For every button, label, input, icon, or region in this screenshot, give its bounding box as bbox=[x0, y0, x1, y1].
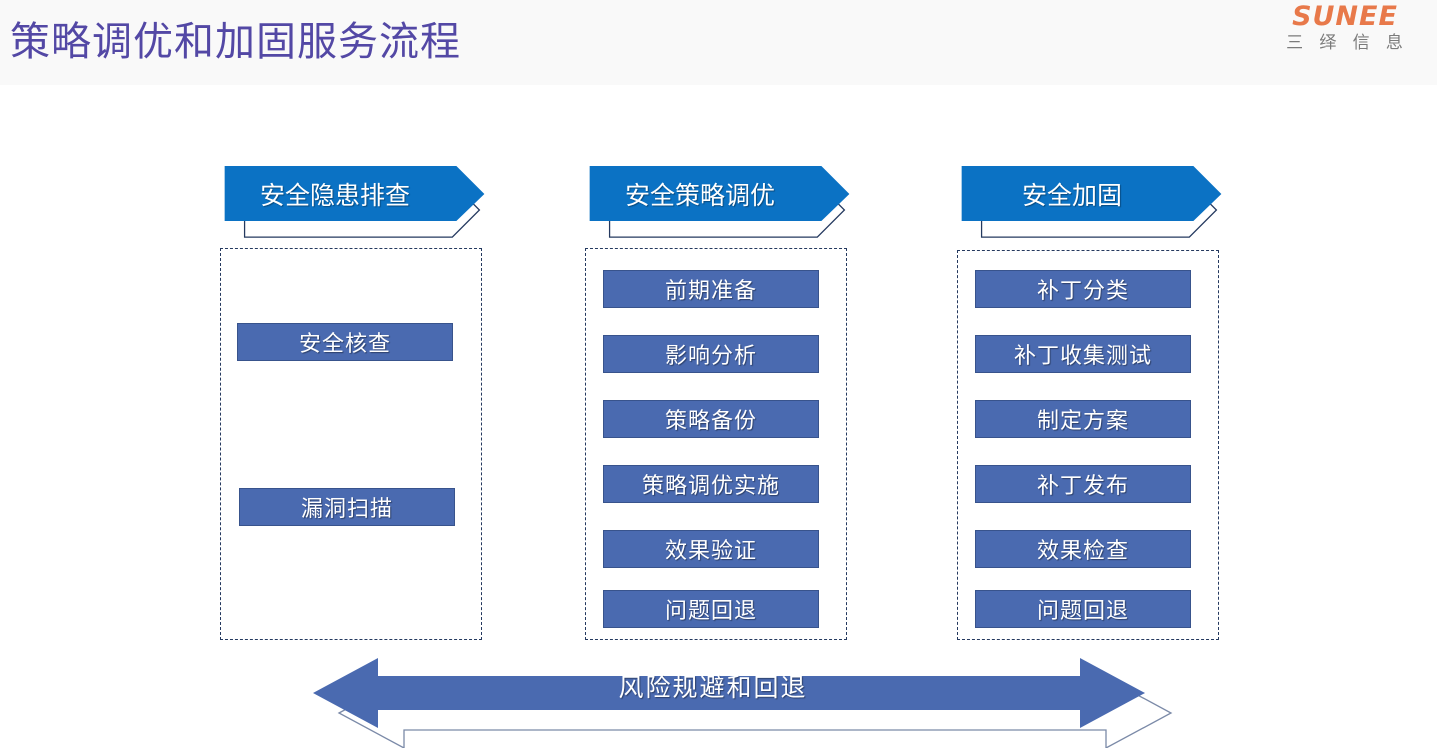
chip-yingxiangfenxi[interactable]: 影响分析 bbox=[603, 335, 819, 373]
bottom-double-arrow[interactable]: 风险规避和回退 bbox=[283, 650, 1173, 748]
chip-celuebeifen[interactable]: 策略备份 bbox=[603, 400, 819, 438]
column-1-banner[interactable]: 安全隐患排查 bbox=[220, 166, 490, 238]
chip-xiaoguojiancha[interactable]: 效果检查 bbox=[975, 530, 1191, 568]
chip-wentihuitui[interactable]: 问题回退 bbox=[603, 590, 819, 628]
double-arrow-shapes bbox=[313, 658, 1173, 748]
chevron-fill-shape bbox=[589, 166, 850, 222]
brand-subtitle: 三 绎 信 息 bbox=[1286, 33, 1409, 52]
chip-budingshoujiceshi[interactable]: 补丁收集测试 bbox=[975, 335, 1191, 373]
column-3-banner[interactable]: 安全加固 bbox=[957, 166, 1227, 238]
column-1-stage: 安全核查 漏洞扫描 bbox=[220, 248, 482, 640]
chevron-fill-shape bbox=[224, 166, 485, 222]
chip-anquanhecha[interactable]: 安全核查 bbox=[237, 323, 453, 361]
chip-budingfenlei[interactable]: 补丁分类 bbox=[975, 270, 1191, 308]
chip-wentihuitui-2[interactable]: 问题回退 bbox=[975, 590, 1191, 628]
column-3: 安全加固 bbox=[957, 166, 1227, 238]
column-1: 安全隐患排查 bbox=[220, 166, 490, 238]
chip-qianqizhunbei[interactable]: 前期准备 bbox=[603, 270, 819, 308]
chip-loudongsaomiao[interactable]: 漏洞扫描 bbox=[239, 488, 455, 526]
chip-xiaoguoyanzheng[interactable]: 效果验证 bbox=[603, 530, 819, 568]
brand-name: SUNEE bbox=[1292, 1, 1398, 32]
page-title: 策略调优和加固服务流程 bbox=[10, 19, 461, 64]
chip-celuediaoyoushishi[interactable]: 策略调优实施 bbox=[603, 465, 819, 503]
chip-budingfabu[interactable]: 补丁发布 bbox=[975, 465, 1191, 503]
column-2: 安全策略调优 bbox=[585, 166, 855, 238]
column-3-stage: 补丁分类 补丁收集测试 制定方案 补丁发布 效果检查 问题回退 bbox=[957, 250, 1219, 640]
column-2-banner[interactable]: 安全策略调优 bbox=[585, 166, 855, 238]
company-logo: SUNEE 三 绎 信 息 bbox=[1265, 2, 1425, 54]
chevron-fill-shape bbox=[961, 166, 1222, 222]
column-2-stage: 前期准备 影响分析 策略备份 策略调优实施 效果验证 问题回退 bbox=[585, 248, 847, 640]
chip-zhidingfangan[interactable]: 制定方案 bbox=[975, 400, 1191, 438]
header-band bbox=[0, 0, 1437, 85]
